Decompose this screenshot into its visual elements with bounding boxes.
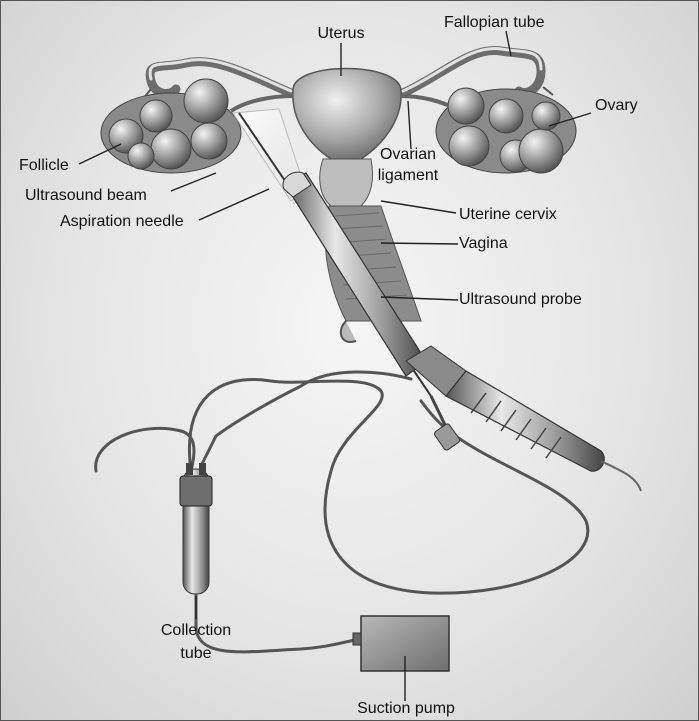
label-collection-tube-1: Collection xyxy=(141,622,251,640)
label-ovary: Ovary xyxy=(595,97,638,115)
collection-tube xyxy=(180,463,212,594)
label-collection-tube-2: tube xyxy=(141,645,251,663)
label-suction-pump: Suction pump xyxy=(331,700,481,718)
label-uterus: Uterus xyxy=(301,25,381,43)
label-ovarian-ligament-2: ligament xyxy=(363,167,453,185)
label-ultrasound-beam: Ultrasound beam xyxy=(25,187,147,205)
label-uterine-cervix: Uterine cervix xyxy=(459,206,557,224)
label-follicle: Follicle xyxy=(19,157,69,175)
label-vagina: Vagina xyxy=(459,235,508,253)
left-ovary xyxy=(101,79,241,173)
label-aspiration-needle: Aspiration needle xyxy=(60,213,184,231)
label-ovarian-ligament-1: Ovarian xyxy=(363,146,453,164)
right-ovary xyxy=(436,88,576,173)
label-ultrasound-probe: Ultrasound probe xyxy=(459,291,582,309)
label-fallopian-tube: Fallopian tube xyxy=(444,14,545,32)
